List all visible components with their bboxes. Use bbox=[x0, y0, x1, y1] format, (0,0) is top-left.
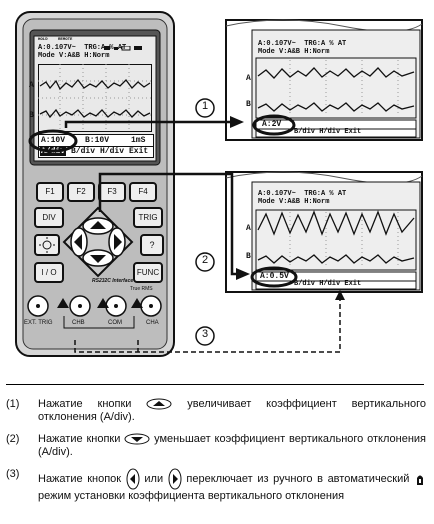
bottom-line2: Mode V:A&B H:Norm bbox=[258, 198, 330, 206]
arrow-right-button[interactable] bbox=[108, 227, 126, 257]
interface-label: RS232C Interface bbox=[92, 278, 134, 284]
arrow-left-button[interactable] bbox=[70, 227, 88, 257]
meter-lcd: HOLD REMOTE A:0.107V~ TRG:A % AT Mode V:… bbox=[29, 36, 156, 161]
up-button-icon bbox=[146, 398, 172, 410]
lcd-status-remote: REMOTE bbox=[58, 38, 73, 42]
backlight-icon bbox=[39, 237, 55, 253]
notes-list: (1) Нажатие кнопки увеличивает коэффицие… bbox=[6, 398, 426, 512]
func-button[interactable]: FUNC bbox=[133, 262, 163, 283]
function-key-row: F1 F2 F3 F4 bbox=[36, 182, 157, 202]
callout-arrows bbox=[64, 98, 345, 353]
top-highlight-oval bbox=[252, 114, 296, 136]
note-2: (2) Нажатие кнопки уменьшает коэффициент… bbox=[6, 433, 426, 459]
arrow-down-button[interactable] bbox=[82, 249, 114, 267]
lcd-softkey-b-div: B/div bbox=[71, 147, 96, 156]
lcd-b-scale: B:10V bbox=[85, 136, 110, 145]
trig-button[interactable]: TRIG bbox=[133, 207, 163, 228]
true-rms-label: True RMS bbox=[130, 286, 153, 292]
callout-bottom-frame bbox=[225, 171, 423, 293]
lcd-marker-a: A bbox=[29, 81, 34, 90]
bottom-marker-a: A bbox=[246, 224, 251, 233]
note-2-number: (2) bbox=[6, 433, 20, 445]
callout-screen-bottom: A:0.107V~ TRG:A % AT Mode V:A&B H:Norm A… bbox=[222, 168, 427, 296]
top-line1: A:0.107V~ TRG:A % AT bbox=[258, 40, 347, 48]
arrow-right-icon bbox=[114, 234, 122, 250]
bottom-circled-value: A:0.5V bbox=[260, 272, 289, 281]
div-button[interactable]: DIV bbox=[34, 207, 64, 228]
note-3-number: (3) bbox=[6, 468, 20, 480]
callout-top-frame bbox=[225, 19, 423, 141]
terminal-jacks bbox=[27, 295, 162, 329]
top-circled-value: A:2V bbox=[262, 120, 282, 129]
top-waveform-a bbox=[257, 67, 415, 79]
callout-number-1: 1 bbox=[201, 100, 209, 112]
top-line2: Mode V:A&B H:Norm bbox=[258, 48, 330, 56]
bottom-marker-b: B bbox=[246, 252, 251, 261]
note-3: (3) Нажатие кнопок или переключает из ру… bbox=[6, 468, 426, 503]
lcd-a-scale: A:10V bbox=[41, 136, 66, 145]
f4-button[interactable]: F4 bbox=[129, 182, 157, 202]
bottom-highlight-oval bbox=[250, 266, 298, 288]
help-button[interactable]: ? bbox=[140, 234, 164, 256]
lcd-line2: Mode V:A&B H:Norm bbox=[38, 52, 110, 60]
top-row2: B/div H/div Exit bbox=[294, 128, 362, 136]
waveform-a bbox=[39, 78, 151, 91]
right-button-icon bbox=[168, 468, 182, 490]
f1-button[interactable]: F1 bbox=[36, 182, 64, 202]
bottom-waveform-a bbox=[257, 210, 415, 236]
note-3-before: Нажатие кнопок bbox=[38, 472, 122, 485]
auto-mode-icon bbox=[417, 475, 424, 485]
left-button-icon bbox=[126, 468, 140, 490]
note-1-before: Нажатие кнопки bbox=[38, 398, 132, 410]
f2-button[interactable]: F2 bbox=[67, 182, 95, 202]
power-button[interactable]: I / O bbox=[34, 262, 64, 283]
lcd-marker-b: B bbox=[29, 111, 34, 120]
bottom-row2: B/div H/div Exit bbox=[294, 280, 362, 288]
waveform-b bbox=[39, 108, 151, 119]
arrow-up-icon bbox=[90, 221, 106, 229]
top-marker-a: A bbox=[246, 74, 251, 83]
lcd-softkey-exit: Exit bbox=[129, 147, 149, 156]
top-waveform-b bbox=[257, 102, 415, 112]
note-1-after: увеличивает коэффициент вертикального от… bbox=[38, 398, 426, 423]
lcd-status-icons bbox=[104, 38, 144, 51]
note-2-before: Нажатие кнопки bbox=[38, 433, 121, 445]
arrow-left-icon bbox=[74, 234, 82, 250]
terminal-chb-label: CHB bbox=[72, 320, 85, 326]
bottom-line1: A:0.107V~ TRG:A % AT bbox=[258, 190, 347, 198]
terminal-cha-label: CHA bbox=[146, 320, 159, 326]
backlight-button[interactable] bbox=[34, 234, 60, 256]
lcd-line1: A:0.107V~ TRG:A % AT bbox=[38, 44, 127, 52]
callout-number-3: 3 bbox=[201, 328, 209, 340]
down-button-icon bbox=[124, 433, 150, 445]
lcd-status-hold: HOLD bbox=[38, 38, 48, 42]
note-1: (1) Нажатие кнопки увеличивает коэффицие… bbox=[6, 398, 426, 424]
top-marker-b: B bbox=[246, 100, 251, 109]
meter-highlight-oval bbox=[28, 129, 78, 153]
callout-screen-top: A:0.107V~ TRG:A % AT Mode V:A&B H:Norm A… bbox=[222, 16, 427, 144]
terminal-com-label: COM bbox=[108, 320, 122, 326]
note-3-after-b: режим установки коэффициента вертикально… bbox=[38, 490, 345, 502]
arrow-down-icon bbox=[90, 255, 106, 263]
note-3-middle: или bbox=[144, 472, 164, 485]
separator-line bbox=[6, 384, 424, 385]
note-1-number: (1) bbox=[6, 398, 20, 410]
note-3-after-a: переключает из ручного в автоматический bbox=[186, 472, 410, 485]
bottom-waveform-b bbox=[257, 254, 415, 264]
lcd-softkey-h-div: H/div bbox=[100, 147, 125, 156]
lcd-waveform-area bbox=[38, 64, 152, 132]
arrow-pad bbox=[62, 206, 134, 278]
lcd-time-scale: 1mS bbox=[131, 136, 146, 145]
callout-number-2: 2 bbox=[201, 254, 209, 266]
battery-icon bbox=[104, 45, 142, 51]
arrow-up-button[interactable] bbox=[82, 217, 114, 235]
note-2-after: уменьшает коэффициент вертикального откл… bbox=[38, 433, 427, 458]
terminal-ext-trig-label: EXT. TRIG bbox=[24, 320, 53, 326]
